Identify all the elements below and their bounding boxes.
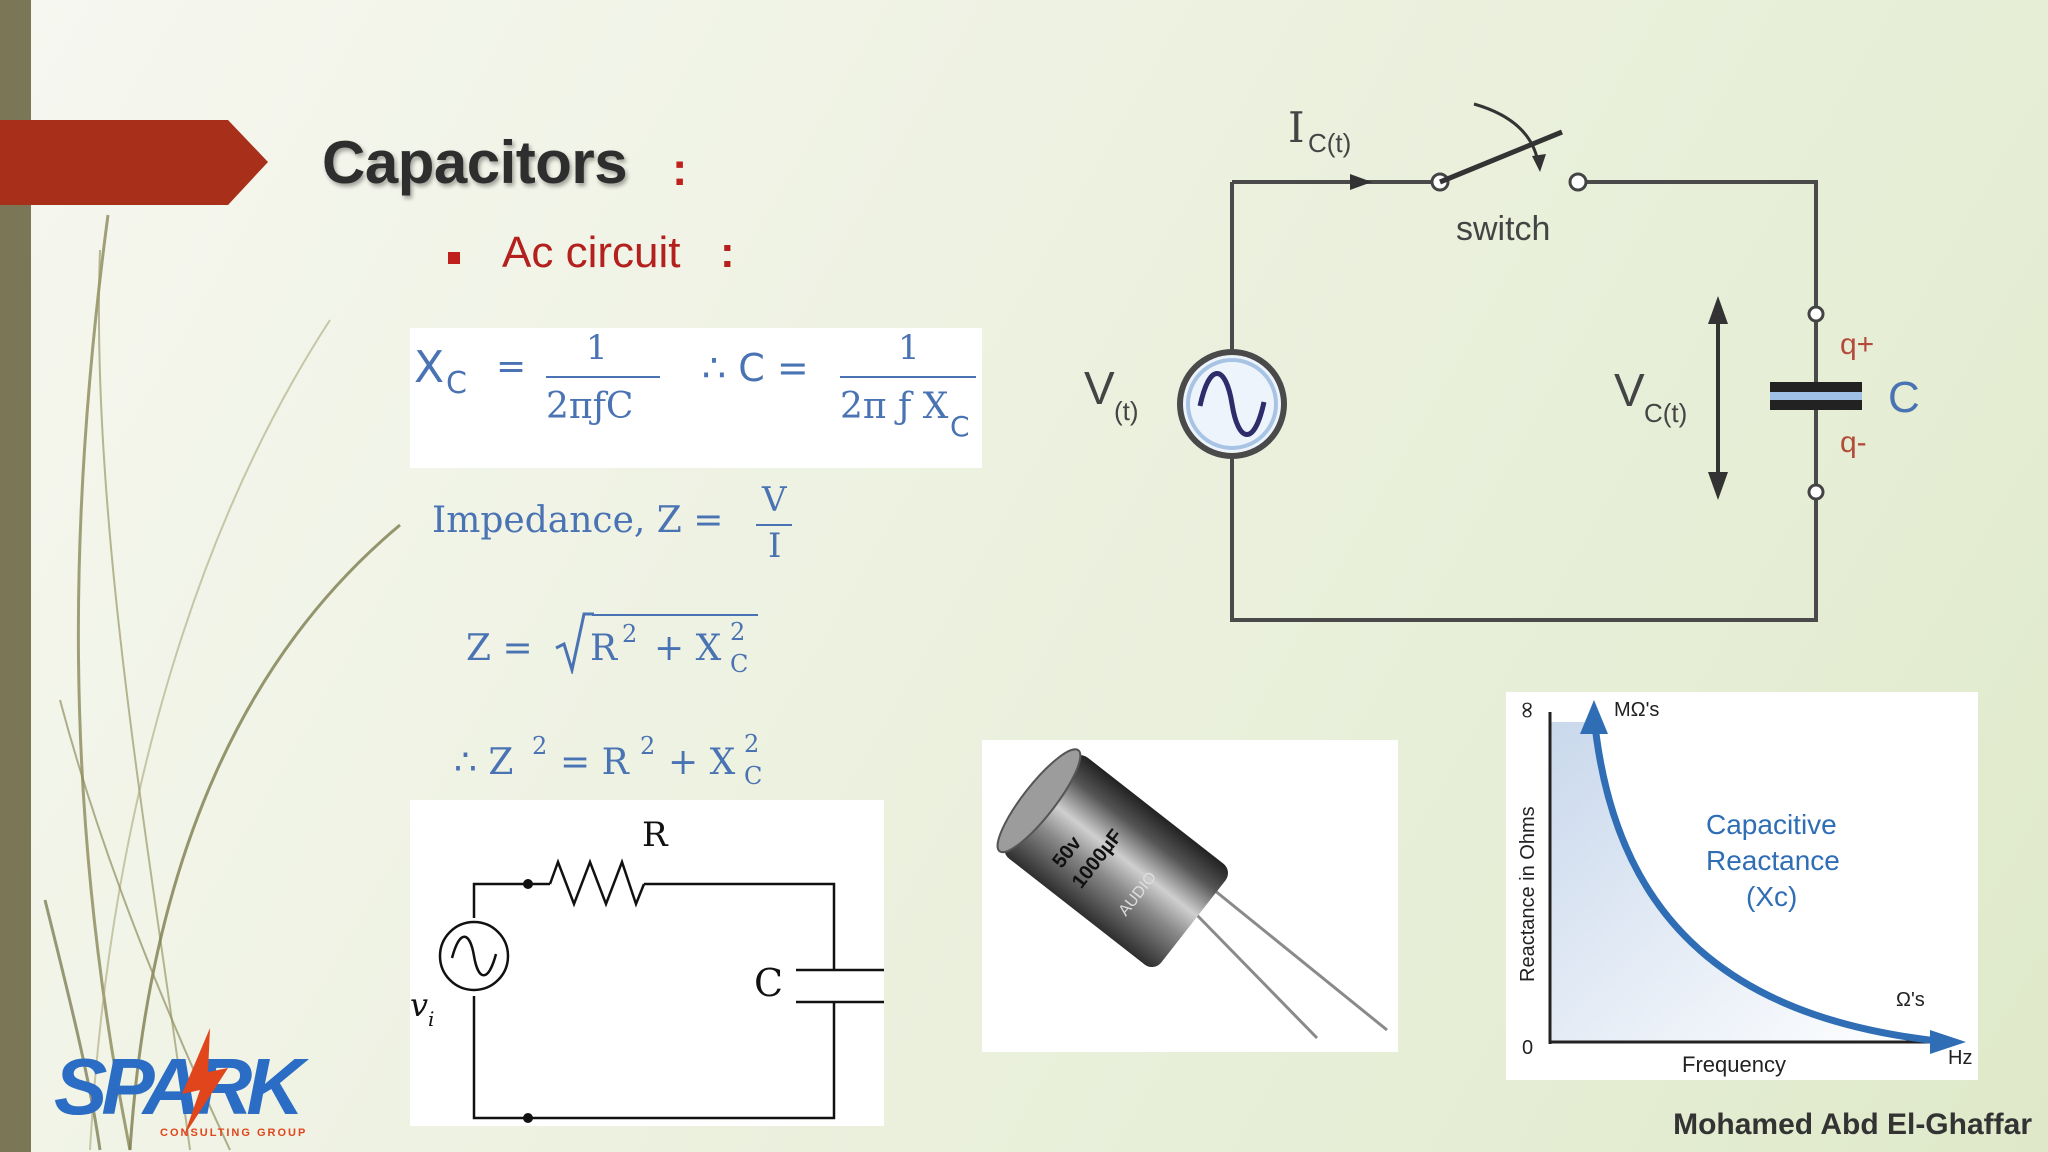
capacitor-lead-2 bbox=[1213, 888, 1388, 1032]
c-denominator: 2π ƒ X bbox=[840, 386, 949, 427]
curve-arrow-top bbox=[1580, 700, 1608, 734]
bullet-text: Ac circuit bbox=[502, 228, 681, 277]
xc-fraction-bar bbox=[546, 376, 660, 378]
q-plus-label: q+ bbox=[1840, 328, 1874, 361]
author-name: Mohamed Abd El-Ghaffar bbox=[1673, 1108, 2032, 1141]
y-bottom-label: 0 bbox=[1522, 1037, 1533, 1059]
sine-wave bbox=[1197, 371, 1267, 437]
curve-label-line3: (Xc) bbox=[1746, 881, 1797, 912]
rc-node-top bbox=[523, 879, 533, 889]
z-lhs: Z = bbox=[466, 628, 533, 669]
z-r-squared: 2 bbox=[622, 620, 638, 648]
electrolytic-capacitor-image: 50v 1000µF AUDIO bbox=[982, 740, 1398, 1052]
switch-contact-right bbox=[1568, 172, 1588, 192]
switch-motion-arrow bbox=[1473, 102, 1540, 163]
capacitor-illustration: 50v 1000µF AUDIO bbox=[996, 748, 1388, 1040]
current-arrow bbox=[1350, 174, 1372, 190]
x-axis-label: Frequency bbox=[1682, 1052, 1786, 1077]
cap-plate-bottom bbox=[1770, 400, 1862, 410]
switch-label: switch bbox=[1456, 210, 1550, 248]
reactance-formula-box: X C = 1 2πƒC ∴ C = 1 2π ƒ X C bbox=[410, 328, 982, 468]
rc-circuit-diagram: R C v i bbox=[410, 815, 884, 1123]
xc-numerator: 1 bbox=[586, 328, 608, 368]
sqrt-overbar bbox=[592, 614, 758, 616]
cap-voltage-subscript: C(t) bbox=[1644, 398, 1687, 428]
cap-terminal-top bbox=[1807, 305, 1825, 323]
reactance-area bbox=[1550, 722, 1926, 1042]
top-unit-label: MΩ's bbox=[1614, 699, 1659, 721]
bullet-colon: : bbox=[720, 228, 735, 277]
logo-sub-text: CONSULTING GROUP bbox=[160, 1127, 307, 1139]
sqrt-sign bbox=[555, 612, 594, 674]
title-arrow-shape bbox=[0, 120, 268, 205]
cap-plate-top bbox=[1770, 382, 1862, 392]
bottom-unit-label: Ω's bbox=[1896, 989, 1925, 1011]
cap-label: C bbox=[1888, 373, 1920, 422]
z-plus-x: + X bbox=[654, 628, 722, 669]
y-top-label: ∞ bbox=[1514, 700, 1542, 720]
source-label: V bbox=[1084, 362, 1115, 414]
impedance-fraction-bar bbox=[756, 524, 792, 526]
rc-cap-label: C bbox=[754, 961, 783, 1005]
z2-lhs: ∴ Z bbox=[454, 742, 514, 783]
z2-xc-subscript: C bbox=[744, 762, 763, 790]
z2-squared: 2 bbox=[532, 732, 548, 760]
resistor-label: R bbox=[642, 815, 669, 855]
x-unit-label: Hz bbox=[1948, 1047, 1972, 1069]
rc-source-label: v bbox=[410, 986, 428, 1024]
spark-logo: SPARK CONSULTING GROUP bbox=[54, 1028, 315, 1139]
ac-capacitor-circuit-diagram: I C(t) switch V (t) V C(t) q+ q- C bbox=[1084, 102, 1920, 622]
equals-sign: = bbox=[496, 346, 527, 387]
xc-symbol: X bbox=[414, 342, 445, 393]
source-subscript: (t) bbox=[1114, 396, 1139, 426]
impedance-denominator: I bbox=[768, 526, 782, 566]
q-minus-label: q- bbox=[1840, 426, 1867, 459]
current-label: I bbox=[1288, 103, 1305, 152]
curve-label-line2: Reactance bbox=[1706, 845, 1840, 876]
title-colon: : bbox=[672, 143, 688, 195]
c-fraction-bar bbox=[840, 376, 976, 378]
z2-r-squared: 2 bbox=[640, 732, 656, 760]
rc-circuit-panel: R C v i bbox=[410, 800, 884, 1126]
xc-subscript: C bbox=[446, 366, 467, 401]
z-r: R bbox=[590, 628, 618, 669]
c-numerator: 1 bbox=[898, 328, 920, 368]
c-denominator-subscript: C bbox=[950, 410, 970, 443]
y-axis-label: Reactance in Ohms bbox=[1517, 806, 1539, 982]
z-xc-squared: 2 bbox=[730, 618, 746, 646]
rc-source-subscript: i bbox=[428, 1007, 434, 1031]
z2-xc-squared: 2 bbox=[744, 730, 760, 758]
wire-top-right bbox=[1578, 180, 1818, 314]
capacitive-reactance-chart: ∞ 0 Reactance in Ohms MΩ's Ω's Frequency… bbox=[1506, 692, 1978, 1080]
bullet-marker bbox=[448, 252, 460, 264]
capacitor-top bbox=[996, 748, 1082, 854]
current-subscript: C(t) bbox=[1308, 128, 1351, 158]
logo-bolt-icon bbox=[182, 1028, 228, 1136]
z-xc-subscript: C bbox=[730, 650, 749, 678]
impedance-numerator: V bbox=[762, 480, 787, 520]
rc-node-bottom bbox=[523, 1113, 533, 1123]
curve-arrow-right bbox=[1930, 1030, 1966, 1054]
slide-title: Capacitors bbox=[322, 129, 628, 196]
cap-voltage-label: V bbox=[1614, 364, 1645, 416]
switch-lever bbox=[1439, 129, 1563, 185]
impedance-label: Impedance, Z = bbox=[432, 500, 724, 541]
wire-left-bottom bbox=[1230, 458, 1818, 622]
z2-equals-r: = R bbox=[560, 742, 629, 783]
cap-terminal-bottom bbox=[1807, 483, 1825, 501]
c-equals: ∴ C = bbox=[702, 346, 809, 390]
reactance-curve-graph: ∞ 0 Reactance in Ohms MΩ's Ω's Frequency… bbox=[1514, 699, 1972, 1077]
z2-plus-x: + X bbox=[668, 742, 736, 783]
reactance-curve bbox=[1590, 715, 1947, 1046]
xc-denominator: 2πƒC bbox=[546, 386, 634, 427]
curve-label-line1: Capacitive bbox=[1706, 809, 1837, 840]
decorative-curves bbox=[43, 214, 401, 1151]
capacitor-lead-1 bbox=[1190, 908, 1319, 1040]
capacitor-body bbox=[1004, 755, 1228, 968]
logo-main-text: SPARK bbox=[54, 1042, 309, 1131]
